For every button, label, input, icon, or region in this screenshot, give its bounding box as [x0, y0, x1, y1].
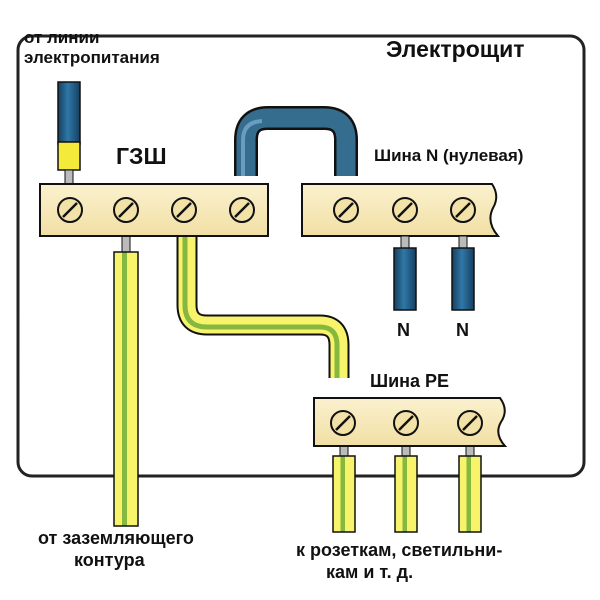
screw-icon — [57, 197, 83, 223]
screw-icon — [450, 197, 476, 223]
outlets-label-line1: к розеткам, светильни- — [296, 540, 503, 560]
screw-icon — [171, 197, 197, 223]
power-line-label-line2: электропитания — [24, 48, 160, 68]
pe-outgoing-conductor — [394, 443, 418, 533]
screw-icon — [333, 197, 359, 223]
power-line-label: от линии электропитания — [24, 28, 160, 69]
neutral-wire — [451, 235, 475, 311]
screw-icon — [113, 197, 139, 223]
screw-icon — [330, 410, 356, 436]
screw-icon — [393, 410, 419, 436]
neutral-wire — [393, 235, 417, 311]
neutral-bus-label: Шина N (нулевая) — [374, 146, 524, 165]
ground-source-label-line2: контура — [74, 549, 145, 570]
ground-source-label-line1: от заземляющего — [38, 528, 194, 548]
pe-outgoing-conductor — [332, 443, 356, 533]
panel-title: Электрощит — [386, 36, 525, 62]
power-line-label-line1: от линии — [24, 28, 100, 47]
neutral-label-right: N — [456, 320, 469, 340]
screw-icon — [457, 410, 483, 436]
incoming-power-cable — [57, 81, 81, 187]
ground-conductor — [113, 235, 139, 527]
screw-icon — [229, 197, 255, 223]
panel-enclosure — [16, 34, 586, 478]
outlets-label-line2: кам и т. д. — [326, 561, 414, 582]
ground-source-label: от заземляющего контура — [38, 528, 194, 571]
pe-bus-label: Шина PE — [370, 371, 450, 391]
outlets-label: к розеткам, светильни- кам и т. д. — [296, 540, 502, 583]
gzsh-label: ГЗШ — [116, 143, 167, 169]
pe-outgoing-conductor — [458, 443, 482, 533]
neutral-label-left: N — [397, 320, 410, 340]
pe-link-conductor — [176, 236, 350, 378]
screw-icon — [392, 197, 418, 223]
